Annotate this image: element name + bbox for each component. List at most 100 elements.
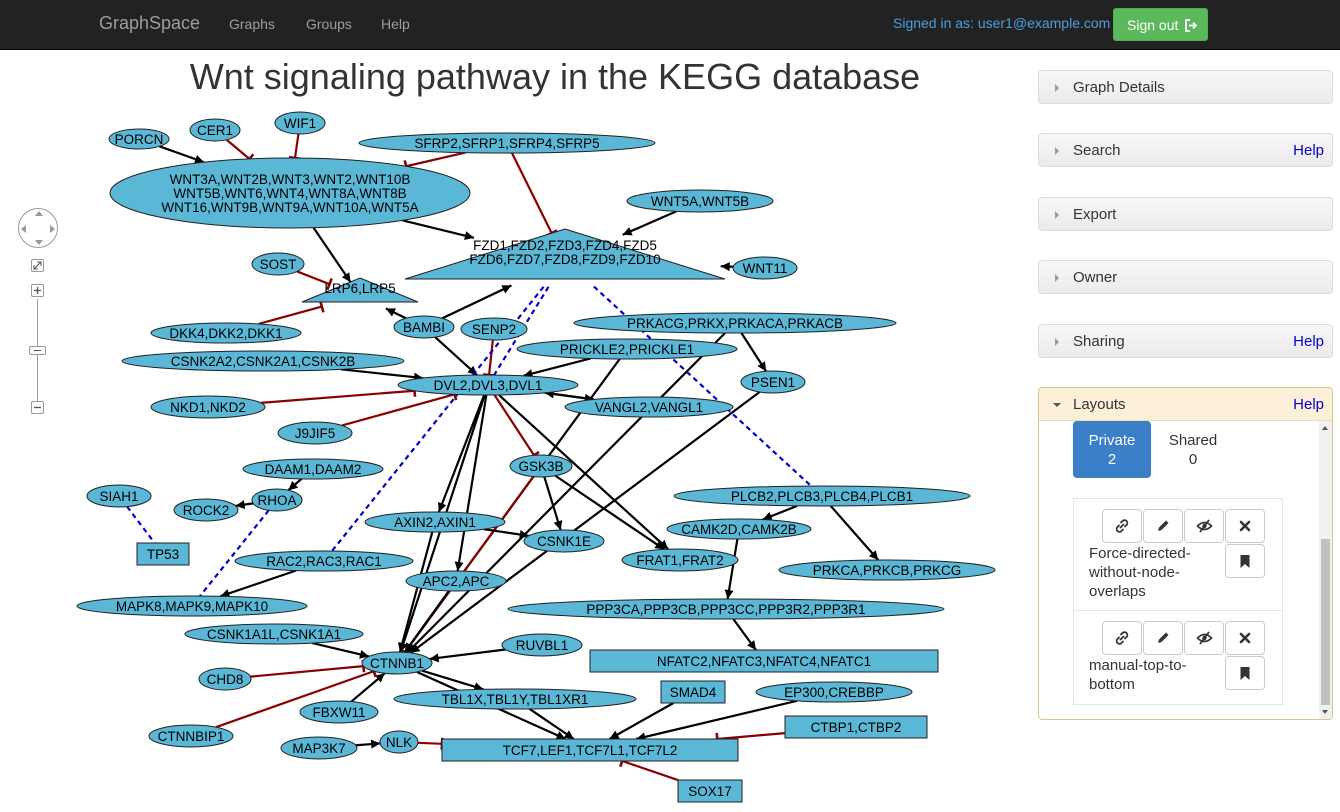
edge-inhibition[interactable] (399, 475, 535, 657)
node-wnt11[interactable]: WNT11 (732, 256, 798, 280)
edit-layout-button[interactable] (1143, 621, 1183, 655)
edge-activation[interactable] (312, 227, 352, 283)
layout-name[interactable]: Force-directed-without-node-overlaps (1089, 545, 1191, 600)
node-smad4[interactable]: SMAD4 (660, 680, 726, 704)
node-psen1[interactable]: PSEN1 (740, 370, 806, 394)
node-prickle[interactable]: PRICKLE2,PRICKLE1 (516, 338, 738, 360)
graph-canvas[interactable]: PORCN CER1 WIF1SFRP2,SFRP1,SFRP4,SFRP5WNT3… (0, 100, 1030, 812)
node-nlk[interactable]: NLK (379, 730, 419, 754)
panel-graph-details[interactable]: Graph Details (1038, 70, 1333, 104)
nav-help-link[interactable]: Help (381, 16, 410, 32)
layout-name[interactable]: manual-top-to-bottom (1089, 657, 1187, 693)
node-rac[interactable]: RAC2,RAC3,RAC1 (234, 550, 414, 572)
edge-activation[interactable] (385, 307, 407, 320)
node-nkd[interactable]: NKD1,NKD2 (150, 395, 266, 419)
edge-activation[interactable] (441, 284, 512, 320)
brand-link[interactable]: GraphSpace (99, 13, 201, 33)
edge-activation[interactable] (402, 219, 475, 241)
bookmark-layout-button[interactable] (1225, 656, 1265, 690)
node-j9jif5[interactable]: J9JIF5 (277, 421, 353, 445)
edge-inhibition[interactable] (482, 339, 496, 377)
edge-activation[interactable] (829, 505, 880, 561)
node-wif1[interactable]: WIF1 (274, 111, 326, 135)
edge-inhibition[interactable] (510, 152, 558, 237)
node-tbl1x[interactable]: TBL1X,TBL1Y,TBL1XR1 (393, 688, 637, 710)
node-sox17[interactable]: SOX17 (677, 779, 743, 803)
edge-activation[interactable] (235, 500, 254, 510)
edge-binding[interactable] (199, 509, 270, 597)
edge-activation[interactable] (543, 476, 563, 531)
hide-layout-button[interactable] (1184, 509, 1224, 543)
edge-activation[interactable] (409, 391, 761, 654)
edge-activation[interactable] (523, 357, 591, 378)
edge-activation[interactable] (622, 210, 677, 236)
node-ctbp[interactable]: CTBP1,CTBP2 (784, 715, 928, 739)
node-mapk[interactable]: MAPK8,MAPK9,MAPK10 (76, 595, 308, 617)
edit-layout-button[interactable] (1143, 509, 1183, 543)
pan-right-icon[interactable] (50, 225, 55, 233)
node-senp2[interactable]: SENP2 (460, 317, 528, 341)
scrollbar-thumb[interactable] (1321, 539, 1330, 705)
edge-activation[interactable] (350, 672, 386, 703)
node-gsk3b[interactable]: GSK3B (509, 454, 573, 478)
node-ctnnb1[interactable]: CTNNB1 (361, 651, 433, 675)
layouts-help-link[interactable]: Help (1293, 396, 1324, 413)
node-cer1[interactable]: CER1 (189, 118, 241, 142)
delete-layout-button[interactable] (1225, 509, 1265, 543)
node-bambi[interactable]: BAMBI (393, 315, 455, 339)
node-ep300[interactable]: EP300,CREBBP (755, 681, 913, 703)
nav-groups-link[interactable]: Groups (306, 16, 352, 32)
node-tp53[interactable]: TP53 (136, 542, 190, 566)
node-apc[interactable]: APC2,APC (405, 570, 507, 592)
edge-activation[interactable] (397, 531, 434, 653)
edge-activation[interactable] (355, 739, 381, 749)
edge-activation[interactable] (287, 478, 303, 492)
edge-inhibition[interactable] (296, 270, 333, 291)
node-lrp[interactable]: LRP6,LRP5 (301, 277, 419, 303)
signed-in-link[interactable]: Signed in as: user1@example.com (893, 15, 1111, 31)
node-rhoa[interactable]: RHOA (251, 488, 303, 512)
pan-up-icon[interactable] (35, 211, 43, 216)
edge-activation[interactable] (554, 474, 665, 551)
bookmark-layout-button[interactable] (1225, 544, 1265, 578)
edge-inhibition[interactable] (417, 737, 444, 750)
tab-private-layouts[interactable]: Private 2 (1073, 421, 1151, 478)
node-prkc[interactable]: PRKCA,PRKCB,PRKCG (778, 559, 996, 581)
edge-activation[interactable] (454, 394, 488, 572)
node-porcn[interactable]: PORCN (108, 128, 170, 150)
edge-activation[interactable] (403, 590, 450, 653)
delete-layout-button[interactable] (1225, 621, 1265, 655)
edge-inhibition[interactable] (250, 660, 366, 678)
edge-activation[interactable] (159, 145, 205, 164)
edge-activation[interactable] (437, 394, 486, 513)
panel-owner[interactable]: Owner (1038, 260, 1333, 294)
node-daam[interactable]: DAAM1,DAAM2 (242, 458, 384, 480)
node-map3k7[interactable]: MAP3K7 (280, 736, 358, 760)
node-ctnnbip1[interactable]: CTNNBIP1 (148, 724, 234, 748)
node-frat[interactable]: FRAT1,FRAT2 (621, 548, 739, 572)
layouts-header[interactable]: Layouts Help (1039, 388, 1332, 421)
zoom-in-button[interactable] (31, 284, 44, 297)
node-dvl[interactable]: DVL2,DVL3,DVL1 (397, 374, 579, 396)
node-csnk2[interactable]: CSNK2A2,CSNK2A1,CSNK2B (121, 350, 405, 372)
node-tcf[interactable]: TCF7,LEF1,TCF7L1,TCF7L2 (441, 738, 739, 762)
node-sfrp[interactable]: SFRP2,SFRP1,SFRP4,SFRP5 (358, 132, 656, 154)
share-link-button[interactable] (1102, 509, 1142, 543)
pan-control[interactable] (18, 208, 58, 248)
edge-activation[interactable] (434, 336, 478, 376)
edge-activation[interactable] (724, 538, 739, 600)
edge-inhibition[interactable] (288, 133, 302, 161)
edge-activation[interactable] (220, 569, 297, 598)
node-vangl[interactable]: VANGL2,VANGL1 (564, 396, 734, 418)
zoom-slider-handle[interactable] (29, 346, 46, 355)
edge-activation[interactable] (740, 332, 768, 372)
panel-search[interactable]: Search Help (1038, 133, 1333, 167)
node-csnk1e[interactable]: CSNK1E (523, 529, 605, 553)
edge-activation[interactable] (732, 618, 757, 651)
node-plcb[interactable]: PLCB2,PLCB3,PLCB4,PLCB1 (673, 485, 971, 507)
node-nfatc[interactable]: NFATC2,NFATC3,NFATC4,NFATC1 (589, 649, 939, 673)
pan-down-icon[interactable] (35, 240, 43, 245)
edge-inhibition[interactable] (260, 384, 417, 404)
